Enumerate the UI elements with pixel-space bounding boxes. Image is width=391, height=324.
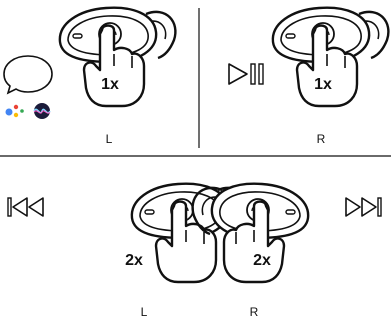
google-assistant-icon [5, 104, 24, 118]
tap-count-top-left: 1x [101, 76, 119, 93]
side-label-top-right: R [316, 132, 326, 146]
tap-count-bottom-left: 2x [125, 252, 143, 269]
play-pause-icon [228, 63, 264, 85]
tap-count-top-right: 1x [314, 76, 332, 93]
side-label-bottom-left: L [140, 305, 148, 319]
next-track-icon [345, 197, 382, 217]
side-label-bottom-right: R [249, 305, 259, 319]
siri-icon [33, 103, 51, 119]
side-label-top-left: L [105, 132, 113, 146]
tap-count-bottom-right: 2x [253, 252, 271, 269]
speech-bubble-icon [3, 55, 53, 95]
previous-track-icon [7, 197, 44, 217]
